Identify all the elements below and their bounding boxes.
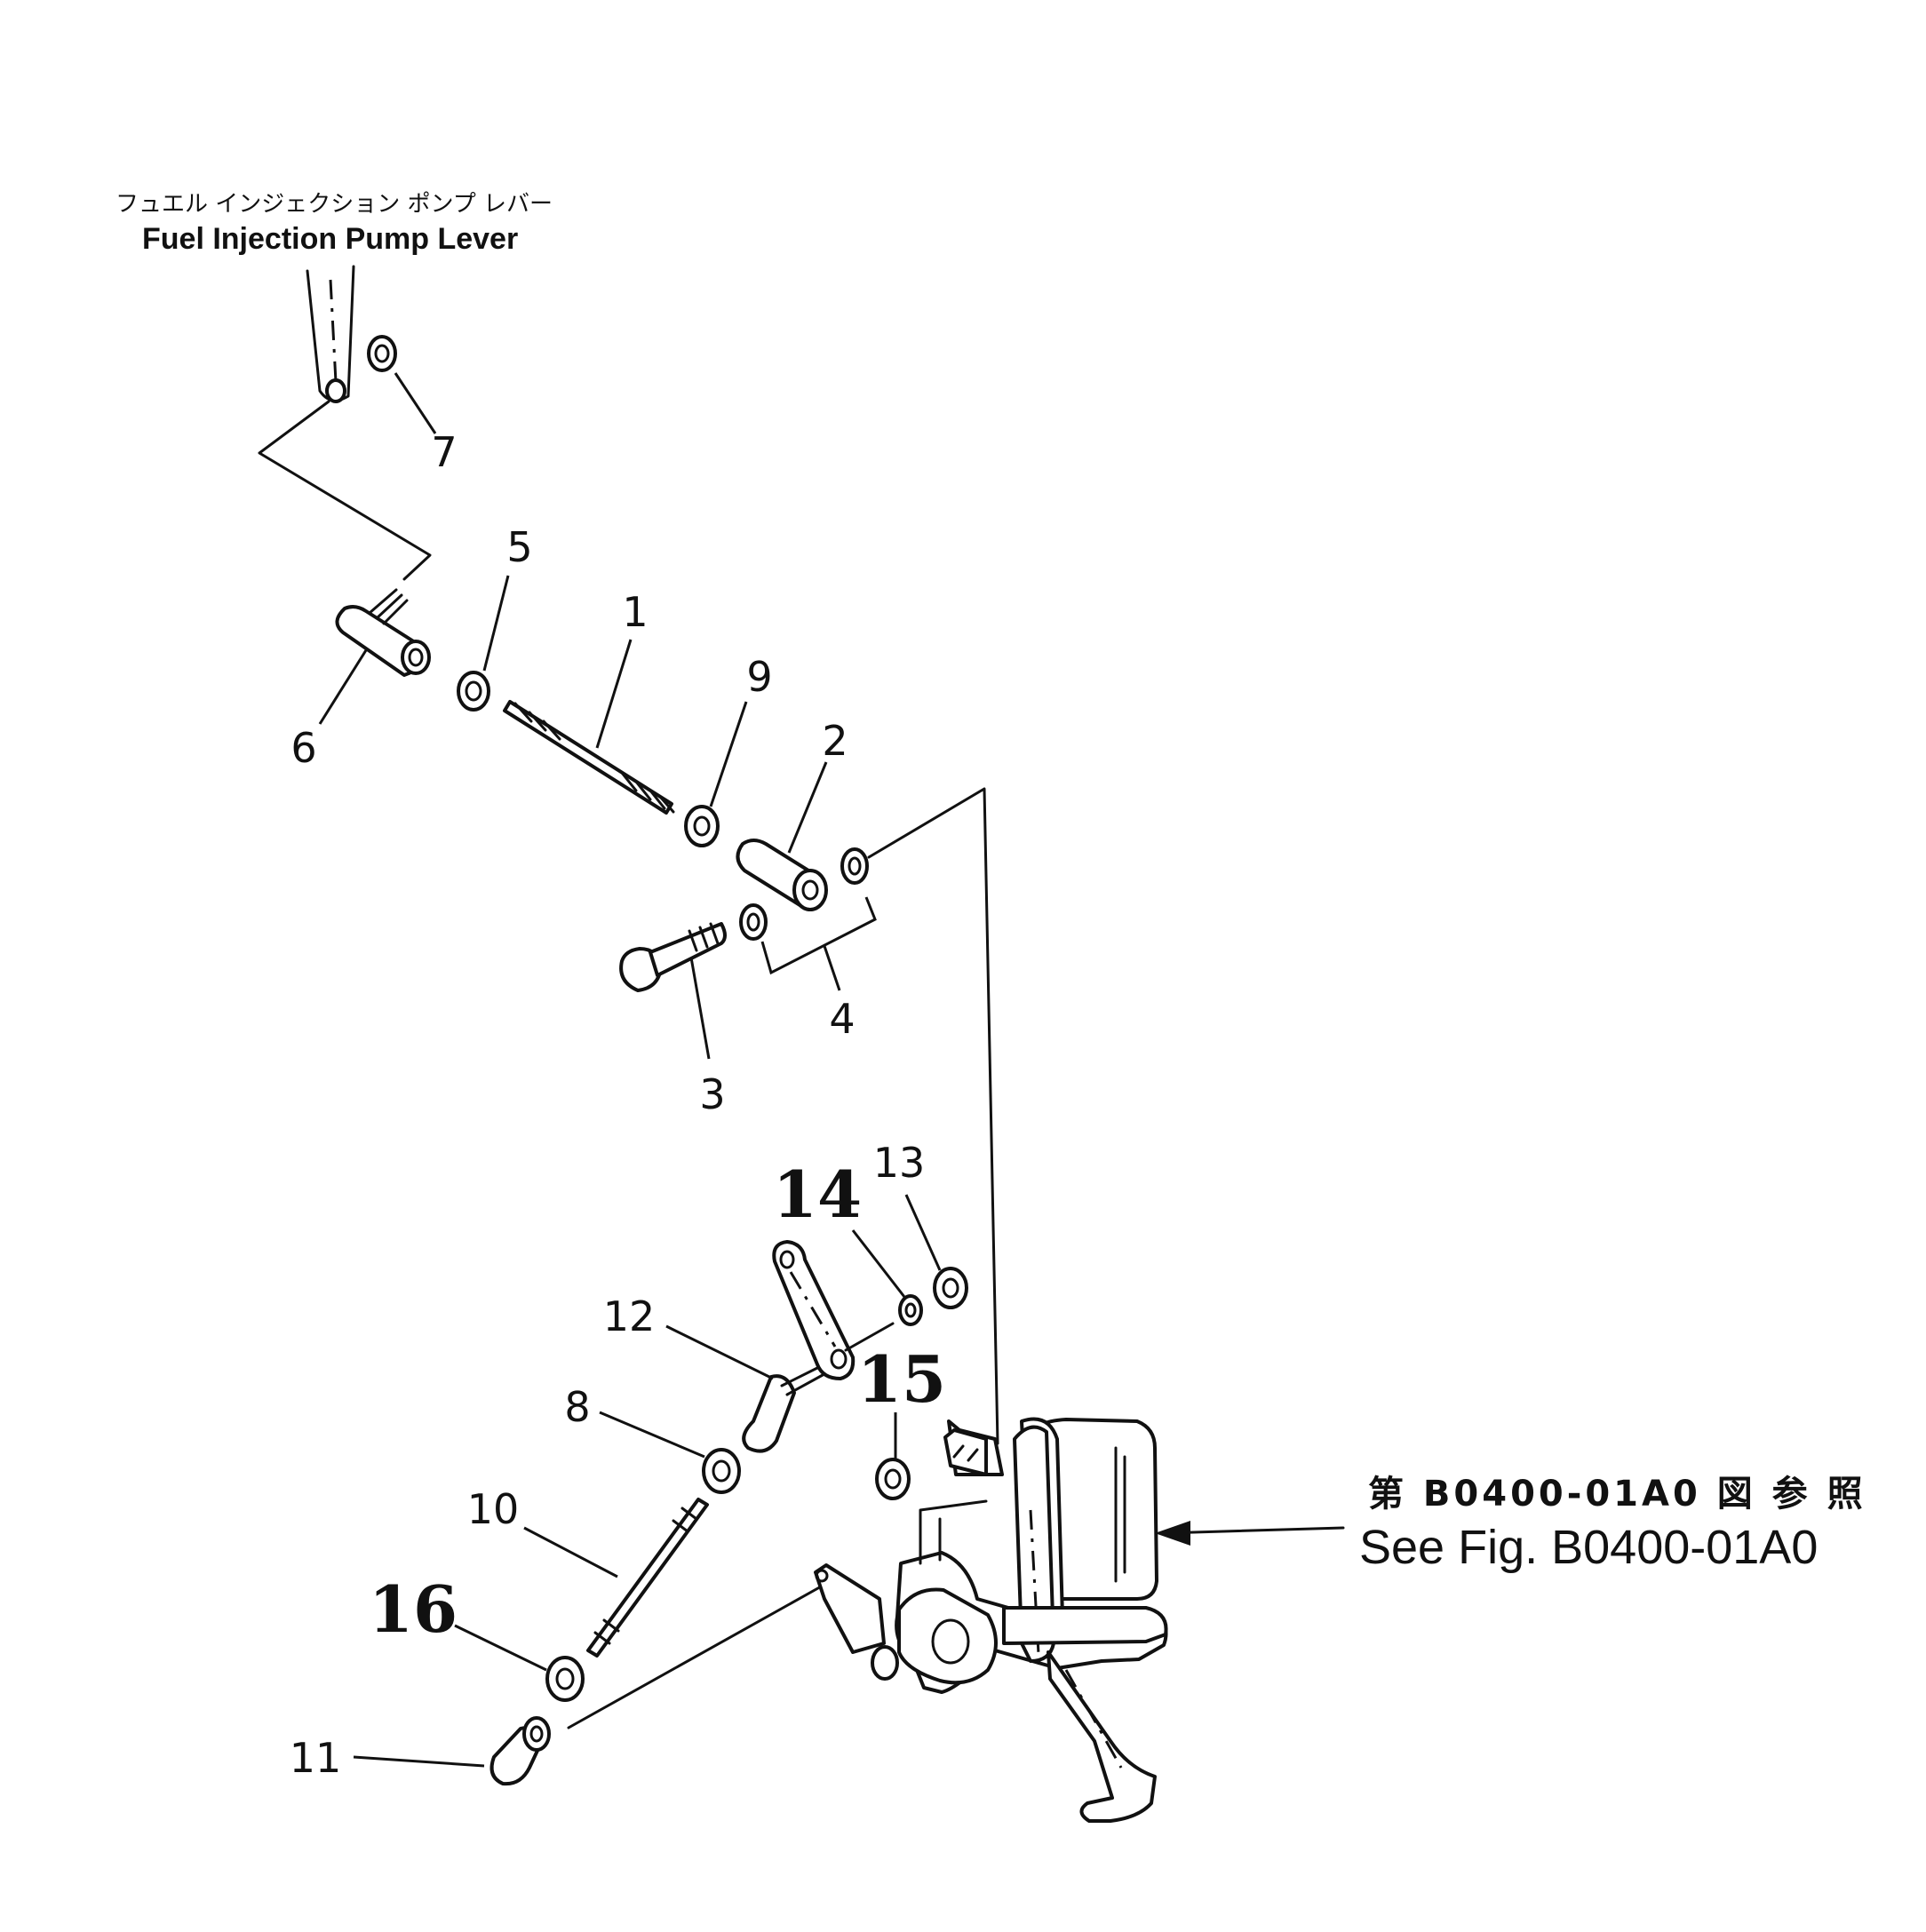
part-16-nut — [545, 1656, 585, 1702]
part-3-bolt — [619, 922, 727, 992]
part-12-ball-joint — [742, 1366, 824, 1453]
pedal-bracket-assembly — [814, 1417, 1168, 1823]
reference-arrow-icon — [1155, 1521, 1190, 1546]
part-14-washer — [898, 1294, 923, 1326]
part-1-rod — [503, 700, 675, 815]
fuel-injection-pump-lever — [306, 265, 355, 403]
callout-2: 2 — [822, 717, 848, 765]
callout-15: 15 — [857, 1341, 946, 1417]
callout-8: 8 — [564, 1383, 590, 1431]
reference-label-jp: 第 B0400-01A0 図 参 照 — [1368, 1474, 1866, 1515]
reference-label-en: See Fig. B0400-01A0 — [1359, 1521, 1818, 1574]
callout-10: 10 — [467, 1485, 520, 1533]
lever-link-plate — [772, 1240, 856, 1380]
callout-12: 12 — [603, 1292, 656, 1340]
part-11-ball-joint — [489, 1716, 551, 1786]
callout-16: 16 — [369, 1571, 458, 1647]
part-15-nut — [875, 1458, 911, 1500]
callout-9: 9 — [746, 653, 772, 701]
callout-5: 5 — [506, 523, 532, 571]
callout-14: 14 — [773, 1157, 862, 1232]
part-7-nut — [367, 335, 397, 372]
part-4-washers — [739, 847, 869, 941]
part-5-nut — [457, 671, 490, 712]
callout-6: 6 — [290, 724, 316, 772]
callout-7: 7 — [431, 428, 457, 476]
callout-11: 11 — [290, 1734, 342, 1782]
callout-1: 1 — [622, 588, 648, 636]
callout-13: 13 — [873, 1139, 926, 1187]
callout-3: 3 — [699, 1070, 725, 1118]
lever-label-jp: フュエル インジェクション ポンプ レバー — [115, 191, 553, 218]
part-9-nut — [684, 805, 720, 847]
callout-4: 4 — [829, 995, 855, 1043]
part-13-bushing — [933, 1267, 968, 1309]
part-8-nut — [702, 1448, 741, 1494]
lever-label-en: Fuel Injection Pump Lever — [142, 222, 518, 256]
part-6-ball-joint — [335, 588, 431, 677]
part-10-rod — [586, 1498, 709, 1658]
part-2-ball-joint — [736, 839, 828, 911]
